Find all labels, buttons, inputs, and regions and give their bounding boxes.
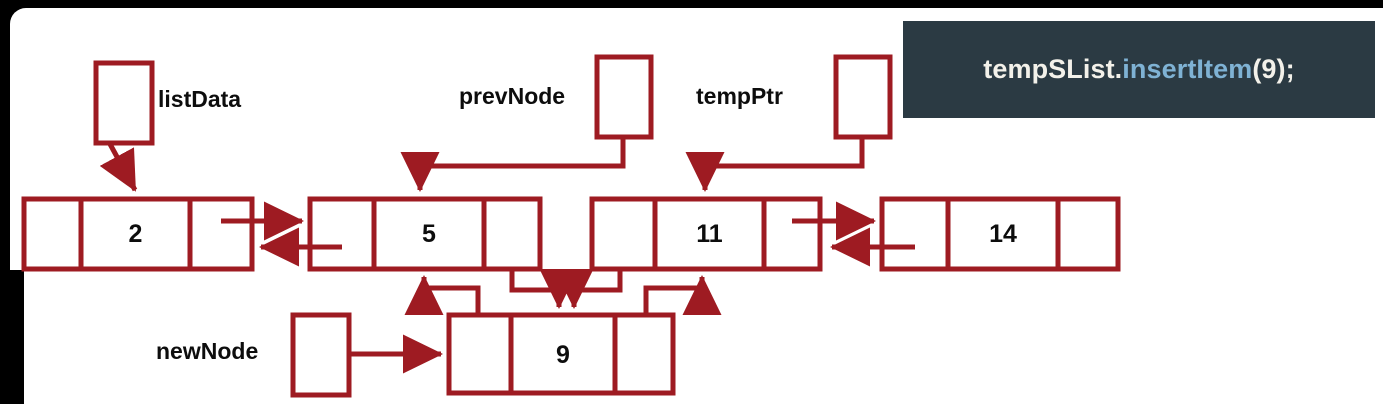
arrow-node9-next-node11: [643, 274, 722, 315]
code-statement: tempSList.insertItem(9);: [983, 54, 1294, 85]
node-value-2: 2: [128, 220, 143, 248]
code-arguments: (9);: [1252, 54, 1295, 84]
node-value-5: 5: [422, 220, 436, 248]
node-11: [589, 196, 823, 272]
pointer-label-listdata: listData: [158, 86, 242, 112]
arrow-tempptr-to-node11: [685, 138, 865, 193]
node-value-11: 11: [696, 220, 723, 248]
pointer-label-newnode: newNode: [156, 338, 259, 364]
slide-top-edge: [40, 8, 510, 17]
pointer-box-prevnode: [594, 54, 654, 140]
node-14: [879, 196, 1121, 272]
pointer-box-listdata: [93, 60, 155, 146]
pointer-label-tempptr: tempPtr: [696, 83, 783, 109]
pointer-box-tempptr: [833, 54, 893, 140]
node-5: [307, 196, 543, 272]
arrow-node5-next-node9: [509, 269, 579, 310]
node-9: [446, 312, 676, 396]
node-2: [21, 196, 255, 272]
code-object: tempSList.: [983, 54, 1123, 84]
code-callout-box: tempSList.insertItem(9);: [903, 21, 1375, 118]
arrow-prevnode-to-node5: [400, 138, 626, 193]
arrow-node9-prev-node5: [404, 274, 481, 315]
node-value-9: 9: [556, 341, 570, 369]
node-value-14: 14: [989, 220, 1017, 248]
code-method-name: insertItem: [1122, 54, 1253, 84]
slide-left-margin: [0, 270, 24, 404]
pointer-box-newnode: [290, 312, 352, 398]
pointer-label-prevnode: prevNode: [459, 83, 566, 109]
arrow-listdata-to-node2: [99, 142, 138, 192]
arrow-node11-prev-node9: [554, 269, 623, 310]
